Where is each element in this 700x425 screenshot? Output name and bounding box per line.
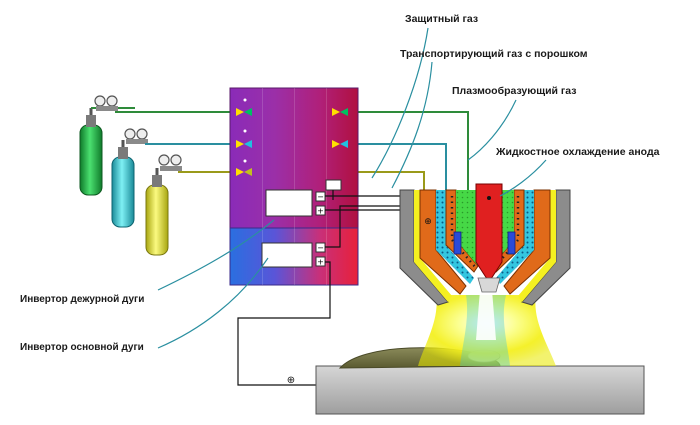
gas-cylinder-yellow xyxy=(145,168,169,256)
label-transport-gas: Транспортирующий газ с порошком xyxy=(400,48,588,60)
regulator-cyan-icon xyxy=(124,128,148,144)
plasma-torch xyxy=(399,183,571,306)
svg-text:−: − xyxy=(317,244,324,253)
label-anode-cooling: Жидкостное охлаждение анода xyxy=(495,146,660,158)
label-main-arc-inverter: Инвертор основной дуги xyxy=(20,342,144,353)
torch-plus-marker: ⊕ xyxy=(424,217,432,227)
gas-cylinder-cyan xyxy=(111,140,135,228)
label-shield-gas: Защитный газ xyxy=(405,13,478,25)
svg-text:−: − xyxy=(317,193,324,202)
svg-text:+: + xyxy=(317,258,324,267)
label-plasma-gas: Плазмообразующий газ xyxy=(452,85,576,97)
workpiece-plus-marker: ⊕ xyxy=(287,375,295,386)
plasma-jet xyxy=(418,290,556,366)
label-pilot-arc-inverter: Инвертор дежурной дуги xyxy=(20,294,144,305)
svg-text:+: + xyxy=(317,207,324,216)
callout-leaders xyxy=(157,27,547,349)
pilot-arc-inverter-box: − + xyxy=(265,179,342,217)
regulator-yellow-icon xyxy=(158,154,182,171)
valve-icons xyxy=(236,98,348,176)
regulator-green-icon xyxy=(94,95,118,111)
main-arc-inverter-box: − + xyxy=(261,242,326,268)
